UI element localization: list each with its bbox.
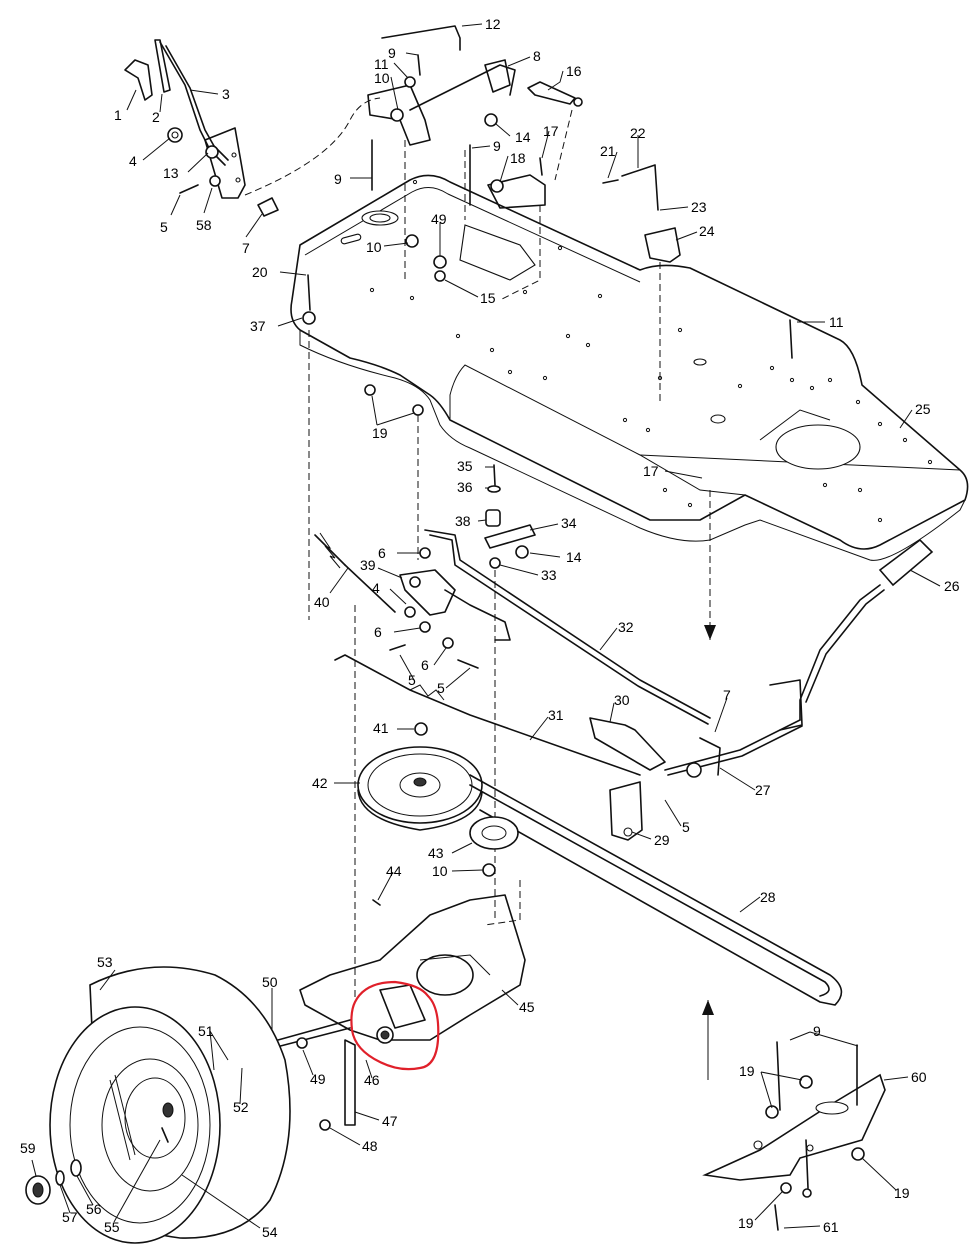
callout: 61 [823, 1219, 839, 1235]
callout: 24 [699, 223, 715, 239]
callout: 6 [374, 624, 382, 640]
callout: 15 [480, 290, 496, 306]
callout: 34 [561, 515, 577, 531]
callout: 37 [250, 318, 266, 334]
callout: 1 [114, 107, 122, 123]
callout: 14 [566, 549, 582, 565]
callout: 10 [366, 239, 382, 255]
upper-linkage [124, 25, 793, 620]
callout: 35 [457, 458, 473, 474]
callout: 33 [541, 567, 557, 583]
callout: 32 [618, 619, 634, 635]
callout: 49 [431, 211, 447, 227]
callout: 18 [510, 150, 526, 166]
callout: 47 [382, 1113, 398, 1129]
callout: 4 [129, 153, 137, 169]
callout: 2 [152, 109, 160, 125]
callout: 6 [421, 657, 429, 673]
callout: 7 [723, 687, 731, 703]
callout: 46 [364, 1072, 380, 1088]
mid-linkage [314, 464, 934, 1080]
callout: 36 [457, 479, 473, 495]
callout: 38 [455, 513, 471, 529]
callout: 19 [739, 1063, 755, 1079]
callout: 59 [20, 1140, 36, 1156]
callout: 40 [314, 594, 330, 610]
callout: 9 [334, 171, 342, 187]
callout: 9 [813, 1023, 821, 1039]
callout: 39 [360, 557, 376, 573]
callout: 41 [373, 720, 389, 736]
highlight-circle [350, 980, 440, 1071]
callout: 3 [222, 86, 230, 102]
callout: 56 [86, 1201, 102, 1217]
leader-lines [31, 23, 941, 1229]
callout: 19 [372, 425, 388, 441]
callout: 21 [600, 143, 616, 159]
callout: 14 [515, 129, 531, 145]
callout: 29 [654, 832, 670, 848]
callout: 43 [428, 845, 444, 861]
callout: 53 [97, 954, 113, 970]
callout: 6 [378, 545, 386, 561]
callout: 5 [408, 672, 416, 688]
callout: 44 [386, 863, 402, 879]
callout: 10 [432, 863, 448, 879]
callout: 26 [944, 578, 960, 594]
callout: 22 [630, 125, 646, 141]
callout: 7 [242, 240, 250, 256]
callout: 5 [682, 819, 690, 835]
callout: 9 [388, 45, 396, 61]
callout: 19 [738, 1215, 754, 1231]
callout: 57 [62, 1209, 78, 1225]
callout: 23 [691, 199, 707, 215]
callout: 12 [485, 16, 501, 32]
callout: 48 [362, 1138, 378, 1154]
callout: 52 [233, 1099, 249, 1115]
callout: 25 [915, 401, 931, 417]
callout: 60 [911, 1069, 927, 1085]
callout: 51 [198, 1023, 214, 1039]
callout: 58 [196, 217, 212, 233]
callout: 28 [760, 889, 776, 905]
callout-labels: 1 2 3 4 13 5 58 7 12 8 9 11 10 16 14 17 … [20, 16, 960, 1240]
callout: 49 [310, 1071, 326, 1087]
callout: 17 [643, 463, 659, 479]
callout: 5 [437, 680, 445, 696]
callout: 11 [829, 314, 844, 330]
callout: 54 [262, 1224, 278, 1240]
callout: 42 [312, 775, 328, 791]
callout: 50 [262, 974, 278, 990]
callout: 31 [548, 707, 564, 723]
callout: 5 [160, 219, 168, 235]
callout: 13 [163, 165, 179, 181]
callout: 9 [493, 138, 501, 154]
callout: 20 [252, 264, 268, 280]
callout: 11 [374, 56, 389, 72]
callout: 27 [755, 782, 771, 798]
callout: 8 [533, 48, 541, 64]
callout: 17 [543, 123, 559, 139]
rear-wheel [25, 966, 291, 1244]
callout: 45 [519, 999, 535, 1015]
callout: 10 [374, 70, 390, 86]
frame-assembly [290, 174, 969, 561]
callout: 19 [894, 1185, 910, 1201]
callout: 4 [372, 580, 380, 596]
callout: 16 [566, 63, 582, 79]
lower-bracket [702, 1041, 886, 1231]
callout: 55 [104, 1219, 120, 1235]
callout: 30 [614, 692, 630, 708]
